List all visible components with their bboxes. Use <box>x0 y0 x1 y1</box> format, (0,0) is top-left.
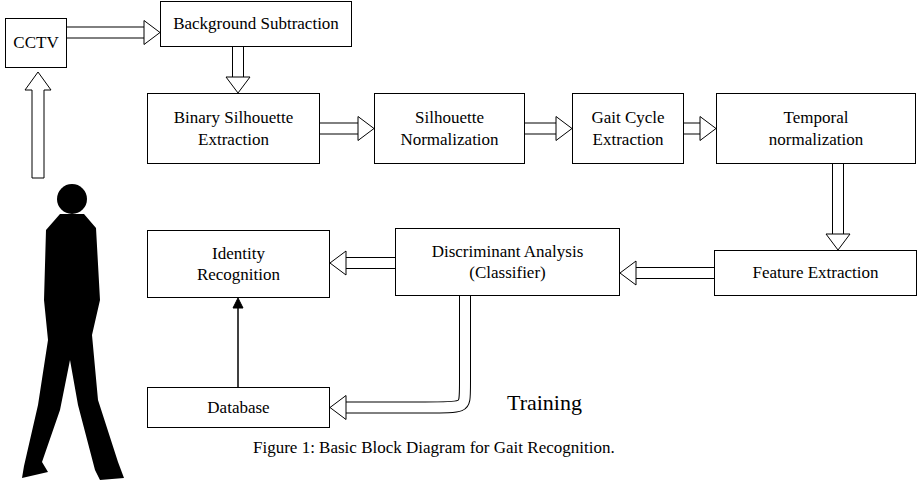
flow-arrow <box>826 164 850 250</box>
classifier-box: Discriminant Analysis (Classifier) <box>395 228 620 296</box>
arrow-shaft-outline <box>345 296 465 408</box>
arrow-shaft-outline <box>525 123 557 135</box>
camera-box: CCTV <box>5 18 67 68</box>
box-text: Discriminant Analysis (Classifier) <box>402 241 613 284</box>
arrow-head <box>226 77 250 93</box>
person-silhouette <box>22 184 124 480</box>
figure-caption: Figure 1: Basic Block Diagram for Gait R… <box>253 438 615 458</box>
box-text: Temporal normalization <box>741 107 891 150</box>
arrow-head <box>144 21 160 45</box>
flow-arrow <box>330 296 465 420</box>
box-text: Binary Silhouette Extraction <box>154 107 313 150</box>
flow-arrow <box>320 117 374 141</box>
arrow-shaft <box>345 258 395 268</box>
flow-arrow <box>233 298 243 387</box>
person-body <box>22 214 124 480</box>
arrow-shaft <box>684 124 701 134</box>
arrow-head <box>330 251 346 275</box>
arrow-shaft-outline <box>232 47 244 78</box>
flow-arrow <box>620 261 714 285</box>
arrow-head <box>358 117 374 141</box>
box-text: Background Subtraction <box>173 13 339 34</box>
flow-arrow <box>330 251 395 275</box>
flow-arrow <box>226 47 250 93</box>
process-box: Background Subtraction <box>160 1 352 47</box>
flow-arrow <box>684 117 716 141</box>
box-text: Database <box>207 397 269 418</box>
box-text: Silhouette Normalization <box>381 107 518 150</box>
process-box: Binary Silhouette Extraction <box>147 93 320 164</box>
arrow-head <box>700 117 716 141</box>
box-text: Identity Recognition <box>179 243 299 286</box>
flow-arrow <box>67 21 160 45</box>
box-text: CCTV <box>13 32 58 53</box>
arrow-shaft <box>635 268 714 278</box>
database-box: Database <box>147 387 330 428</box>
flow-arrow <box>525 117 572 141</box>
box-text: Feature Extraction <box>752 262 878 283</box>
arrow-head <box>620 261 636 285</box>
arrow-line <box>237 307 239 387</box>
arrow-shaft <box>833 164 843 235</box>
arrow-shaft <box>233 47 243 78</box>
edge-label: Training <box>505 390 584 416</box>
arrow-head <box>826 234 850 250</box>
camera-arrow <box>25 72 51 178</box>
arrow-shaft <box>345 296 465 408</box>
process-box: Silhouette Normalization <box>374 93 525 164</box>
arrow-shaft-outline <box>320 123 359 135</box>
box-text: Gait Cycle Extraction <box>579 107 677 150</box>
process-box: Gait Cycle Extraction <box>572 93 684 164</box>
process-box: Temporal normalization <box>716 93 916 164</box>
arrow-shaft-outline <box>832 164 844 235</box>
arrow-shaft <box>525 124 557 134</box>
arrow-shaft-outline <box>635 267 714 279</box>
output-box: Identity Recognition <box>147 230 330 298</box>
arrow-shaft-outline <box>345 257 395 269</box>
arrow-shaft-outline <box>684 123 701 135</box>
arrow-head <box>330 396 346 420</box>
process-box: Feature Extraction <box>714 250 917 296</box>
arrow-shaft <box>320 124 359 134</box>
arrow-shaft-outline <box>67 27 145 39</box>
arrow-shaft <box>67 28 145 38</box>
arrow-head <box>556 117 572 141</box>
person-head <box>57 184 87 214</box>
arrow-head <box>233 298 243 308</box>
